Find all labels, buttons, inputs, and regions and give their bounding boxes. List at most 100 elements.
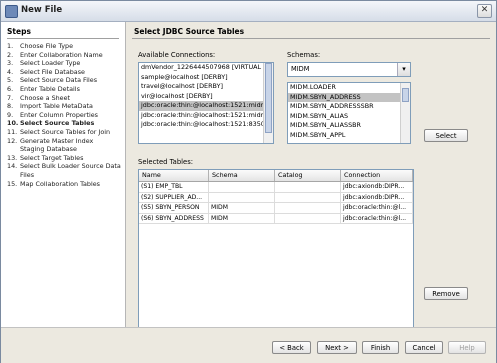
table-cell xyxy=(275,192,341,202)
column-header[interactable]: Name xyxy=(139,170,209,181)
step-number: 12. xyxy=(7,136,18,145)
schema-table-item[interactable]: MIDM.SBYN_ADDRESS xyxy=(288,92,410,102)
connections-scrollbar[interactable] xyxy=(263,63,273,143)
step-item: 6. Enter Table Details xyxy=(7,85,123,94)
column-header[interactable]: Connection xyxy=(341,170,413,181)
step-number: 3. xyxy=(7,59,14,68)
app-icon xyxy=(5,5,18,18)
connection-item[interactable]: vir@localhost [DERBY] xyxy=(141,91,213,100)
schemas-label: Schemas: xyxy=(287,51,321,59)
help-button[interactable]: Help xyxy=(448,341,486,354)
step-label: Import Table MetaData xyxy=(20,102,93,111)
chevron-down-icon[interactable]: ▾ xyxy=(397,63,410,76)
content-panel: Select JDBC Source Tables Available Conn… xyxy=(126,22,496,329)
step-item: 7.Choose a Sheet xyxy=(7,94,123,103)
step-item: 13.Select Target Tables xyxy=(7,154,123,163)
content-divider xyxy=(132,38,490,39)
steps-panel: Steps 1. Choose File Type 2. Enter Collabor… xyxy=(1,22,126,327)
step-number: 8. xyxy=(7,102,14,111)
table-cell: jdbc:oracle:thin:@l... xyxy=(341,203,413,213)
step-item: 15.Map Collaboration Tables xyxy=(7,180,123,189)
schema-tables-scrollbar[interactable] xyxy=(400,83,410,143)
step-item: 3.Select Loader Type xyxy=(7,59,123,68)
connection-item[interactable]: travel@localhost [DERBY] xyxy=(141,82,223,90)
table-cell xyxy=(209,182,275,192)
table-cell xyxy=(209,192,275,202)
schema-dropdown-value: MIDM xyxy=(291,65,310,73)
step-label: Generate Master Index xyxy=(20,136,94,145)
step-label: Select Source Tables xyxy=(20,119,95,128)
step-number xyxy=(7,171,20,180)
schema-table-item[interactable]: MIDM.SBYN_ALIASSBR xyxy=(290,121,361,129)
column-header[interactable]: Catalog xyxy=(275,170,341,181)
remove-button[interactable]: Remove xyxy=(424,287,468,300)
connection-item[interactable]: jdbc:oracle:thin:@localhost:1521:midm xyxy=(139,101,273,111)
step-item: 8. Import Table MetaData xyxy=(7,102,123,111)
step-item: 5. Select Source Data Files xyxy=(7,76,123,85)
selected-tables-label: Selected Tables: xyxy=(138,158,194,166)
schema-table-item[interactable]: MIDM.SBYN_ALIAS xyxy=(290,111,349,120)
step-label: Choose File Type xyxy=(20,42,74,50)
connection-item[interactable]: jdbc:oracle:thin:@localhost:1521:83502 xyxy=(141,120,269,128)
step-number: 6. xyxy=(7,84,14,93)
schema-table-item[interactable]: MIDM.LOADER xyxy=(290,83,336,91)
table-cell: (S6) SBYN_ADDRESS xyxy=(139,213,209,223)
step-number: 5. xyxy=(7,76,14,85)
window-title: New File xyxy=(21,5,63,15)
schema-table-item[interactable]: MIDM.SBYN_ADDRESSSBR xyxy=(290,102,374,110)
connection-item[interactable]: jdbc:oracle:thin:@localhost:1521:midm xyxy=(141,110,267,119)
table-cell xyxy=(275,182,341,192)
step-number: 15. xyxy=(7,179,18,188)
title-bar: New File ✕ xyxy=(1,1,496,22)
next-button[interactable]: Next > xyxy=(317,341,357,354)
schema-dropdown[interactable]: MIDM ▾ xyxy=(287,62,411,77)
connection-item[interactable]: dmVendor_1226444507968 [VIRTUAL D xyxy=(141,63,269,71)
table-cell: (S5) SBYN_PERSON xyxy=(139,203,209,213)
steps-list: 1. Choose File Type 2. Enter Collaboration … xyxy=(7,42,123,188)
step-item: Files xyxy=(7,171,123,180)
finish-button[interactable]: Finish xyxy=(362,341,399,354)
step-item: 12.Generate Master Index xyxy=(7,137,123,146)
step-number: 1. xyxy=(7,42,14,50)
step-label: Enter Table Details xyxy=(20,84,80,93)
close-button[interactable]: ✕ xyxy=(477,4,492,18)
step-number: 14. xyxy=(7,162,18,171)
schema-table-item[interactable]: MIDM.SBYN_APPL xyxy=(290,130,346,139)
step-label: Select Source Tables for Join xyxy=(20,127,111,136)
table-cell xyxy=(275,203,341,213)
table-cell: (S2) SUPPLIER_AD... xyxy=(139,192,209,202)
table-cell xyxy=(275,213,341,223)
step-number: 11. xyxy=(7,127,18,136)
table-row[interactable]: (S2) SUPPLIER_AD... jdbc:axiondb:DIPR... xyxy=(139,192,413,203)
steps-divider xyxy=(7,38,119,39)
back-button[interactable]: < Back xyxy=(272,341,311,354)
steps-title: Steps xyxy=(7,27,31,36)
step-item: 10.Select Source Tables xyxy=(7,119,123,128)
step-label: Select Source Data Files xyxy=(20,76,98,85)
step-label: Select Bulk Loader Source Data xyxy=(20,162,121,171)
connection-item[interactable]: sample@localhost [DERBY] xyxy=(141,72,228,81)
step-number xyxy=(7,145,20,154)
column-header[interactable]: Schema xyxy=(209,170,275,181)
select-button[interactable]: Select xyxy=(424,129,468,142)
step-number: 2. xyxy=(7,50,14,59)
step-item: 14.Select Bulk Loader Source Data xyxy=(7,162,123,171)
step-label: Enter Collaboration Name xyxy=(20,50,103,59)
table-cell: MIDM xyxy=(209,203,275,213)
table-cell: jdbc:axiondb:DIPR... xyxy=(341,182,413,192)
step-number: 7. xyxy=(7,93,14,102)
available-connections-label: Available Connections: xyxy=(138,51,216,59)
step-item: 9.Enter Column Properties xyxy=(7,111,123,120)
table-cell: jdbc:axiondb:DIPR... xyxy=(341,192,413,202)
step-item: Staging Database xyxy=(7,145,123,154)
cancel-button[interactable]: Cancel xyxy=(405,341,443,354)
step-number: 13. xyxy=(7,153,18,162)
